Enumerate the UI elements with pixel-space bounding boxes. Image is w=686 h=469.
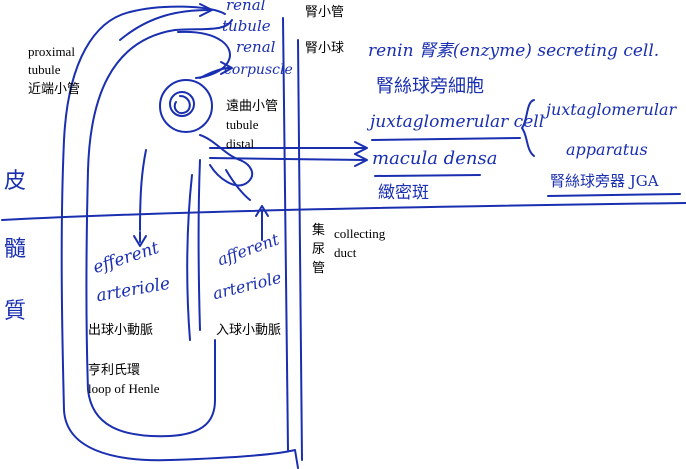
- collecting-zh-3: 管: [312, 260, 326, 275]
- hw-jg-cell-zh: 腎絲球旁細胞: [376, 76, 484, 97]
- cortex-medulla-boundary: [1, 202, 686, 221]
- afferent-vessel: [225, 169, 251, 201]
- arrowhead-macula: [354, 153, 368, 167]
- jga-underline: [547, 193, 681, 197]
- macula-underline: [374, 174, 481, 177]
- hw-renin-line: renin 腎素(enzyme) secreting cell.: [368, 41, 660, 61]
- tubule-curl: [177, 30, 231, 79]
- brace: [521, 99, 535, 157]
- hw-renal-tubule-2: tubule: [222, 17, 271, 35]
- descending-limb: [197, 159, 201, 331]
- hw-macula-densa: macula densa: [372, 148, 498, 169]
- proximal-tubule-top: [129, 5, 233, 31]
- collecting-en-line2: duct: [334, 245, 357, 260]
- arrow-to-macula: [209, 157, 366, 161]
- ascending-limb: [186, 174, 193, 341]
- glomerulus-zh: 腎小球: [305, 40, 345, 55]
- hw-macula-densa-zh: 緻密斑: [378, 183, 429, 203]
- proximal-en-line2: tubule: [28, 62, 61, 77]
- arrowhead-renal-tubule: [199, 3, 213, 17]
- arrowhead-afferent: [255, 205, 269, 217]
- arrow-to-renal-tubule: [119, 9, 211, 41]
- henle-loop-outer: [60, 11, 299, 469]
- collecting-en-line1: collecting: [334, 226, 386, 241]
- distal-en-line1: tubule: [226, 117, 259, 132]
- henle-en: loop of Henle: [88, 381, 160, 396]
- hw-jg-apparatus-1: juxtaglomerular: [546, 100, 677, 119]
- collecting-duct-right: [297, 39, 303, 461]
- collecting-zh-2: 尿: [312, 241, 326, 256]
- afferent-zh: 入球小動脈: [216, 322, 282, 337]
- collecting-duct-left: [282, 17, 289, 451]
- hw-cortex-zh: 皮: [4, 169, 27, 194]
- glomerulus-spiral: [173, 95, 191, 114]
- hw-jga-zh: 腎絲球旁器 JGA: [550, 172, 659, 190]
- proximal-zh: 近端小管: [28, 81, 81, 96]
- arrowhead-efferent: [133, 235, 147, 247]
- hw-medulla-zh-1: 髓: [4, 237, 27, 262]
- hw-jg-apparatus-2: apparatus: [566, 140, 648, 159]
- glomerulus-inner: [169, 91, 195, 117]
- hw-renal-tubule-1: renal: [226, 0, 266, 14]
- efferent-vessel: [139, 149, 147, 231]
- henle-zh: 亨利氏環: [88, 362, 141, 377]
- hw-renal-corpuscle-2: corpuscle: [224, 62, 293, 78]
- proximal-en-line1: proximal: [28, 44, 75, 59]
- distal-en-line2: distal: [226, 136, 255, 151]
- hw-jg-cell: juxtaglomerular cell: [370, 112, 545, 132]
- distal-zh: 遠曲小管: [226, 98, 279, 113]
- arrowhead-jg: [354, 141, 368, 155]
- henle-loop-inner: [85, 29, 216, 438]
- arrow-to-corpuscle: [199, 67, 231, 79]
- glomerulus-outer: [159, 79, 213, 133]
- hw-medulla-zh-2: 質: [4, 299, 27, 324]
- arrowhead-corpuscle: [220, 61, 233, 75]
- efferent-zh: 出球小動脈: [88, 322, 154, 337]
- hw-renal-corpuscle-1: renal: [236, 38, 276, 56]
- renal-tubule-zh: 腎小管: [305, 4, 345, 19]
- collecting-zh-1: 集: [312, 222, 326, 237]
- jg-underline: [371, 137, 521, 141]
